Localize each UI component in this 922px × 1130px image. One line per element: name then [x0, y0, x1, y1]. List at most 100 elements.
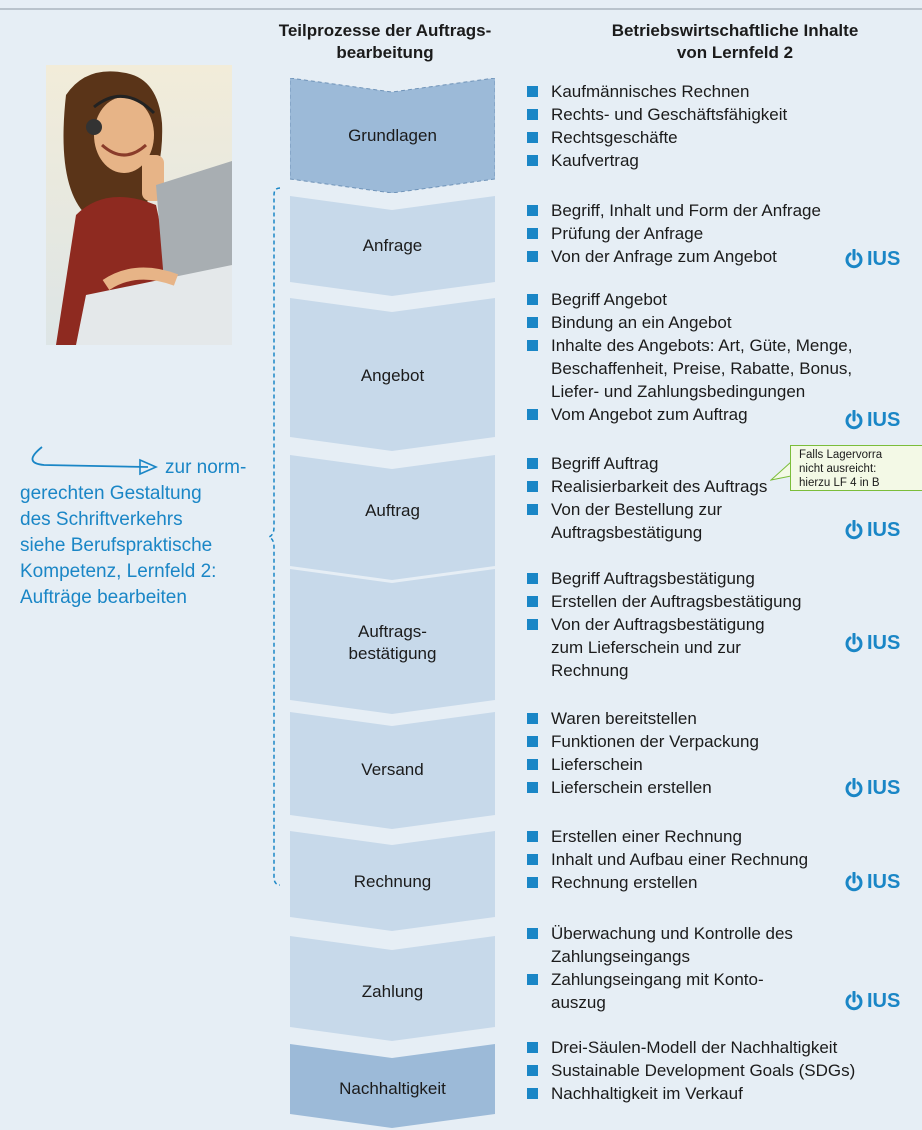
header-contents-line1: Betriebswirtschaftliche Inhalte — [611, 21, 859, 40]
chevron-shape — [290, 831, 495, 931]
list-item-text: Begriff Auftrag — [551, 454, 659, 473]
list-item-text: Bindung an ein Angebot — [551, 313, 732, 332]
contents-zahlung: Überwachung und Kontrolle des Zahlungsei… — [526, 922, 922, 1014]
list-item-text: Rechts- und Geschäftsfähigkeit — [551, 105, 788, 124]
chevron-shape — [290, 298, 495, 451]
list-item-text: Rechnung erstellen — [551, 873, 698, 892]
ius-label: IUS — [867, 870, 901, 893]
list-item-text: Rechtsgeschäfte — [551, 128, 678, 147]
list-item-text: Vom Angebot zum Auftrag — [551, 405, 748, 424]
curved-arrow-icon — [31, 446, 158, 476]
list-item: Erstellen einer Rechnung — [526, 825, 922, 848]
chevron-shape — [290, 78, 495, 193]
list-item: Sustainable Development Goals (SDGs) — [526, 1059, 922, 1082]
list-item: Überwachung und Kontrolle des Zahlungsei… — [526, 922, 922, 968]
list-item-text-line1: Überwachung und Kontrolle des — [551, 924, 793, 943]
chevron-shape — [290, 196, 495, 296]
note-line: Aufträge bearbeiten — [20, 587, 187, 608]
step-label: Nachhaltigkeit — [339, 1079, 446, 1098]
list-item-text: Lieferschein erstellen — [551, 778, 712, 797]
step-label: Versand — [361, 760, 424, 779]
list-item-text: Begriff Auftragsbestätigung — [551, 569, 755, 588]
contents-auftrag: Begriff Auftrag Realisierbarkeit des Auf… — [526, 452, 922, 544]
ius-badge[interactable]: IUS — [845, 869, 900, 895]
step-label: Anfrage — [362, 236, 423, 255]
ius-badge[interactable]: IUS — [845, 407, 900, 433]
note-line: zur norm- — [165, 457, 247, 478]
ius-label: IUS — [867, 247, 901, 270]
chevron-shape — [290, 569, 495, 714]
step-label: Auftrag — [365, 501, 420, 520]
step-label: Rechnung — [353, 872, 432, 891]
power-icon — [845, 778, 863, 798]
list-item: Rechnung erstellen — [526, 871, 922, 894]
callout-line: nicht ausreicht: — [799, 463, 877, 475]
list-item-text-line1: Zahlungseingang mit Konto- — [551, 970, 764, 989]
ius-badge[interactable]: IUS — [845, 775, 900, 801]
list-item-text: Begriff, Inhalt und Form der Anfrage — [551, 201, 821, 220]
list-item-text: Kaufvertrag — [551, 151, 639, 170]
step-zahlung: Zahlung — [290, 936, 495, 1041]
list-item-text: Kaufmännisches Rechnen — [551, 82, 750, 101]
contents-rechnung: Erstellen einer Rechnung Inhalt und Aufb… — [526, 825, 922, 894]
ius-badge[interactable]: IUS — [845, 988, 900, 1014]
header-contents: Betriebswirtschaftliche Inhalte von Lern… — [560, 20, 910, 64]
chevron-shape — [290, 712, 495, 829]
power-icon — [845, 249, 863, 269]
ius-badge[interactable]: IUS — [845, 517, 900, 543]
list-item: Funktionen der Verpackung — [526, 730, 922, 753]
contents-anfrage: Begriff, Inhalt und Form der Anfrage Prü… — [526, 199, 922, 268]
list-item: Waren bereitstellen — [526, 707, 922, 730]
step-auftragsbestaetigung: Auftrags- bestätigung — [290, 569, 495, 714]
ius-label: IUS — [867, 631, 901, 654]
step-label-line1: Auftrags- — [358, 622, 427, 641]
list-item-text: Sustainable Development Goals (SDGs) — [551, 1061, 856, 1080]
list-item: Kaufvertrag — [526, 149, 922, 172]
step-label: Zahlung — [361, 982, 424, 1001]
list-item: Lieferschein erstellen — [526, 776, 922, 799]
list-item-text-line1: Von der Auftragsbestätigung — [551, 615, 765, 634]
list-item-text: Inhalt und Aufbau einer Rechnung — [551, 850, 809, 869]
list-item-text-line2: Zahlungseingangs — [551, 947, 690, 966]
list-item-text-line2: zum Lieferschein und zur — [551, 638, 741, 657]
list-item-text-line2: auszug — [551, 993, 606, 1012]
chevron-shape — [290, 936, 495, 1041]
list-item-text: Von der Anfrage zum Angebot — [551, 247, 777, 266]
step-versand: Versand — [290, 712, 495, 829]
list-item-text: Erstellen einer Rechnung — [551, 827, 742, 846]
ius-label: IUS — [867, 518, 901, 541]
list-item: Vom Angebot zum Auftrag — [526, 403, 922, 426]
list-item: Erstellen der Auftragsbestätigung — [526, 590, 922, 613]
list-item: Begriff Auftrag — [526, 452, 922, 475]
list-item-text: Prüfung der Anfrage — [551, 224, 704, 243]
callout-tail — [770, 462, 792, 481]
list-item-text-line2: Beschaffenheit, Preise, Rabatte, Bonus, — [551, 359, 853, 378]
list-item: Inhalt und Aufbau einer Rechnung — [526, 848, 922, 871]
list-item-text: Erstellen der Auftragsbestätigung — [551, 592, 802, 611]
step-label: Angebot — [360, 366, 425, 385]
list-item-text-line1: Inhalte des Angebots: Art, Güte, Menge, — [551, 336, 853, 355]
list-item-text: Waren bereitstellen — [551, 709, 697, 728]
side-note: zur norm- gerechten Gestaltung des Schri… — [20, 455, 265, 611]
power-icon — [845, 872, 863, 892]
step-auftrag: Auftrag — [290, 455, 495, 580]
header-subprocesses-line1: Teilprozesse der Auftrags- — [278, 21, 492, 40]
step-label: Grundlagen — [348, 126, 437, 145]
list-item: Inhalte des Angebots: Art, Güte, Menge, … — [526, 334, 922, 403]
list-item-text-line1: Von der Bestellung zur — [551, 500, 723, 519]
ius-badge[interactable]: IUS — [845, 246, 900, 272]
list-item: Begriff Angebot — [526, 288, 922, 311]
list-item-text: Drei-Säulen-Modell der Nachhaltigkeit — [551, 1038, 838, 1057]
contents-versand: Waren bereitstellen Funktionen der Verpa… — [526, 707, 922, 799]
list-item: Begriff Auftragsbestätigung — [526, 567, 922, 590]
list-item: Drei-Säulen-Modell der Nachhaltigkeit — [526, 1036, 922, 1059]
step-anfrage: Anfrage — [290, 196, 495, 296]
ius-badge[interactable]: IUS — [845, 630, 900, 656]
callout-line: hierzu LF 4 in B — [799, 477, 880, 489]
callout-box: Falls Lagervorra nicht ausreicht: hierzu… — [790, 445, 922, 491]
ius-label: IUS — [867, 989, 901, 1012]
ius-label: IUS — [867, 408, 901, 431]
list-item: Von der Bestellung zur Auftragsbestätigu… — [526, 498, 922, 544]
woman-headset-photo — [46, 65, 232, 345]
power-icon — [845, 520, 863, 540]
